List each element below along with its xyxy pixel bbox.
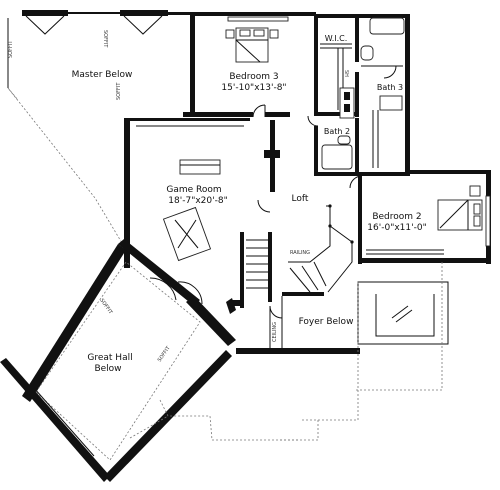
great-hall-below: SOFFIT SOFFIT Great Hall Below <box>27 261 300 461</box>
sofa <box>179 159 221 175</box>
bedroom-3-dims: 15'-10"x13'-8" <box>221 83 286 93</box>
bedroom-2: Bedroom 2 16'-0"x11'-0" <box>366 185 491 255</box>
bathtub <box>369 17 405 35</box>
door-swing <box>177 281 203 305</box>
railing <box>327 225 353 293</box>
soffit-note: SOFFIT <box>116 82 122 100</box>
bedroom-3: Bedroom 3 15'-10"x13'-8" <box>221 16 289 118</box>
pillow <box>473 203 481 215</box>
bedroom-3-label: Bedroom 3 <box>229 72 278 82</box>
nightstand <box>225 29 235 39</box>
nightstand <box>469 185 481 197</box>
bath-2-label: Bath 2 <box>324 127 350 136</box>
window <box>227 16 289 22</box>
game-room-label: Game Room <box>166 185 221 195</box>
ceiling-note: CEILING <box>272 322 278 342</box>
door-swing <box>149 277 177 301</box>
roof-lines <box>280 262 443 441</box>
pillow <box>239 29 251 37</box>
door-swing <box>252 104 266 118</box>
loft: Loft RAILING <box>246 175 363 293</box>
game-room-dims: 18'-7"x20'-8" <box>168 196 227 206</box>
soffit-note: SOFFIT <box>157 345 172 363</box>
toilet <box>360 45 374 61</box>
vanity <box>379 95 403 111</box>
vanity <box>339 87 355 119</box>
soffit-note: SOFFIT <box>98 298 113 316</box>
bathtub <box>321 144 353 170</box>
door-swing <box>257 199 271 213</box>
soffit-note: SOFFIT <box>102 30 108 48</box>
door-swing <box>307 115 319 127</box>
bath-3: Bath 3 <box>360 17 405 168</box>
game-room: Game Room 18'-7"x20'-8" <box>136 125 244 305</box>
window <box>485 195 491 247</box>
nightstand <box>269 29 279 39</box>
toilet <box>337 135 351 145</box>
bedroom-2-label: Bedroom 2 <box>372 212 421 222</box>
railing-note: RAILING <box>290 250 310 256</box>
bath-3-label: Bath 3 <box>377 83 403 92</box>
great-hall-sub-label: Below <box>94 364 121 374</box>
bath-2: Bath 2 <box>307 87 355 170</box>
pillow <box>253 29 265 37</box>
shelf-note: SH <box>343 70 349 77</box>
soffit-note: SOFFIT <box>8 40 14 58</box>
great-hall-label: Great Hall <box>87 353 132 363</box>
wic-label: W.I.C. <box>325 34 348 43</box>
foyer-below: CEILING Foyer Below <box>269 281 449 421</box>
foyer-below-label: Foyer Below <box>299 317 354 327</box>
door-swing <box>349 175 363 189</box>
stair <box>246 239 268 289</box>
curved-wall <box>269 305 283 348</box>
bedroom-2-dims: 16'-0"x11'-0" <box>367 223 426 233</box>
master-below-area: SOFFIT SOFFIT SOFFIT Master Below <box>7 10 190 249</box>
loft-label: Loft <box>292 194 309 204</box>
master-below-label: Master Below <box>72 70 133 80</box>
door-swing <box>383 65 397 79</box>
pillow <box>473 215 481 227</box>
